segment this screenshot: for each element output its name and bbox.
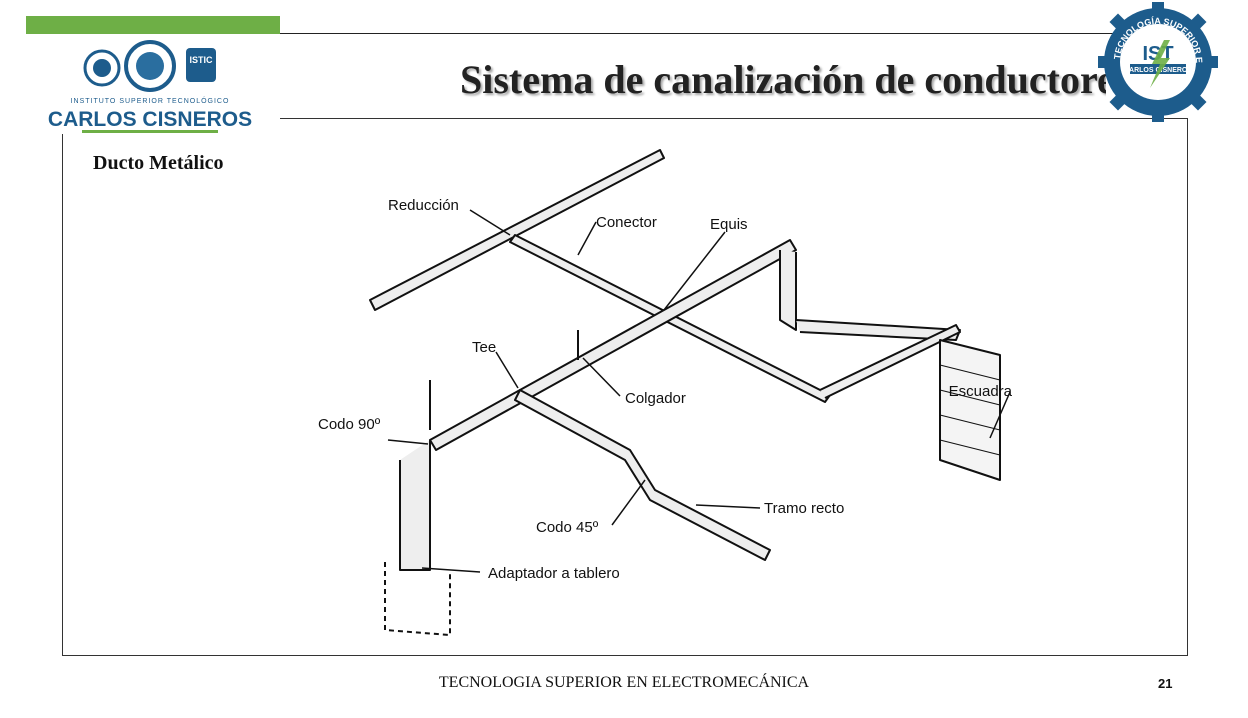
slide-subtitle: Ducto Metálico xyxy=(93,152,224,174)
page-title: Sistema de canalización de conductores xyxy=(460,57,1106,102)
leader-conector xyxy=(577,221,597,256)
institute-logo-graphic: ISTIC INSTITUTO SUPERIOR TECNOLÓGICO CAR… xyxy=(48,40,252,133)
label-codo45: Codo 45º xyxy=(536,519,599,536)
leader-reduccion xyxy=(469,209,511,236)
label-equis: Equis xyxy=(710,216,748,233)
duct-riser-right xyxy=(779,250,797,331)
duct-right-horizontal xyxy=(795,319,961,341)
seal-center-core xyxy=(136,52,164,80)
footer-text: TECNOLOGIA SUPERIOR EN ELECTROMECÁNICA xyxy=(438,674,810,691)
istic-badge-icon xyxy=(186,48,216,82)
header-accent-bar xyxy=(26,16,280,34)
leader-codo90 xyxy=(387,439,429,445)
tablero-box xyxy=(384,562,451,636)
leader-colgador xyxy=(582,357,621,397)
lightning-icon xyxy=(1150,40,1170,88)
content-frame xyxy=(62,118,1188,656)
label-tramo-recto: Tramo recto xyxy=(764,500,844,517)
label-tee: Tee xyxy=(472,339,496,356)
seal-left-core xyxy=(93,59,111,77)
duct-riser-left xyxy=(399,440,431,571)
leader-escuadra xyxy=(989,391,1011,439)
label-adaptador: Adaptador a tablero xyxy=(488,565,620,582)
label-colgador: Colgador xyxy=(625,390,686,407)
header-rule xyxy=(280,33,1192,34)
duct-system-diagram: Reducción Conector Equis Tee Colgador Es… xyxy=(318,149,1013,636)
duct-tramo-recto xyxy=(514,389,771,561)
institute-line: INSTITUTO SUPERIOR TECNOLÓGICO xyxy=(71,96,230,105)
leader-adaptador xyxy=(421,567,481,573)
label-codo90: Codo 90º xyxy=(318,416,381,433)
leader-tee xyxy=(495,351,519,389)
label-escuadra: Escuadra xyxy=(949,383,1013,400)
istic-badge-text: ISTIC xyxy=(189,55,213,65)
brick-lines xyxy=(939,364,1001,456)
ist-gear-logo: TECNOLOGÍA SUPERIOR EN ELECTROMECÁNICA I… xyxy=(1098,0,1218,122)
leader-tramo xyxy=(695,504,761,509)
page-number: 21 xyxy=(1158,676,1173,691)
logo-underline xyxy=(82,130,218,133)
duct-upper-run xyxy=(369,149,665,311)
label-reduccion: Reducción xyxy=(388,197,459,214)
institute-logo: ISTIC INSTITUTO SUPERIOR TECNOLÓGICO CAR… xyxy=(26,36,280,134)
leader-equis xyxy=(663,231,726,311)
leader-codo45 xyxy=(611,479,646,526)
institute-name: CARLOS CISNEROS xyxy=(48,108,252,131)
duct-escuadra-run xyxy=(819,324,961,399)
brick-wall xyxy=(939,339,1001,481)
label-conector: Conector xyxy=(596,214,657,231)
